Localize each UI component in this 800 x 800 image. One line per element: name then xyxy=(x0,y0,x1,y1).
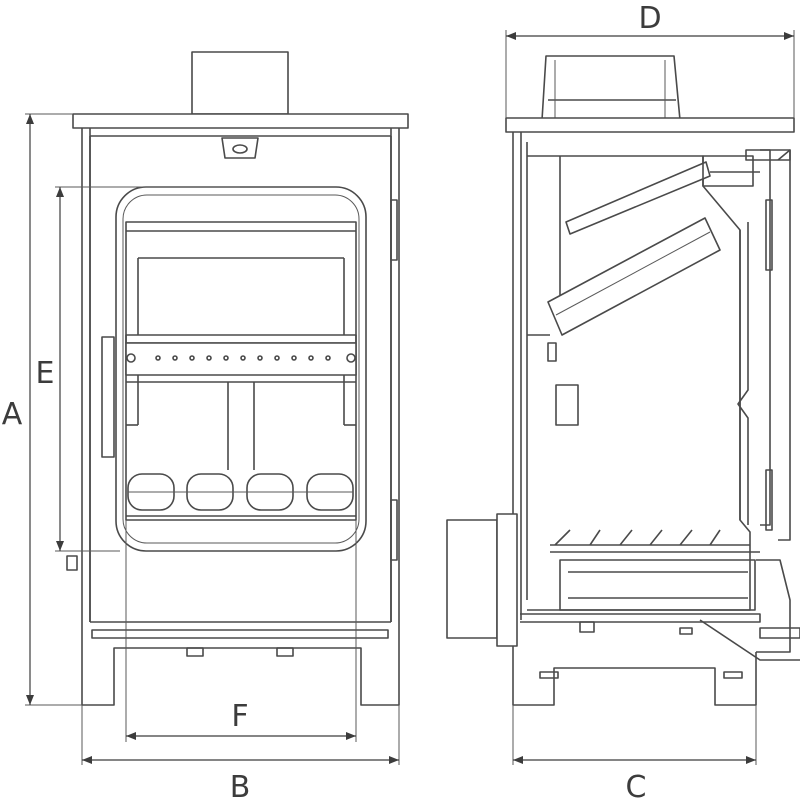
stove-body xyxy=(81,128,400,706)
grate xyxy=(126,473,356,517)
air-holes xyxy=(126,353,356,363)
upper-baffle xyxy=(565,161,711,235)
air-control-knob xyxy=(66,555,78,571)
side-view xyxy=(446,55,800,706)
label-f: F xyxy=(231,699,248,734)
label-a: A xyxy=(2,397,23,432)
air-inlet-block xyxy=(555,384,579,426)
label-b: B xyxy=(230,770,251,800)
glass-window xyxy=(115,186,367,552)
baffle-plate xyxy=(125,334,357,344)
ash-lip xyxy=(91,629,389,639)
side-body xyxy=(512,132,757,706)
label-c: C xyxy=(626,770,647,800)
side-grate xyxy=(550,529,760,553)
top-plate xyxy=(72,113,409,129)
dimension-lines xyxy=(25,30,795,765)
front-view xyxy=(66,51,409,706)
dimension-labels: A E F B C D xyxy=(0,1,662,800)
side-flue-collar xyxy=(541,55,681,121)
lower-baffle xyxy=(547,217,721,336)
rear-air-box xyxy=(446,519,498,639)
flue-collar xyxy=(191,51,289,115)
door-latch xyxy=(221,137,259,159)
label-e: E xyxy=(36,356,55,391)
label-d: D xyxy=(638,1,661,36)
side-top-plate xyxy=(505,117,795,133)
door-handle xyxy=(101,336,115,458)
ash-pan xyxy=(559,559,756,611)
side-door xyxy=(760,149,771,526)
